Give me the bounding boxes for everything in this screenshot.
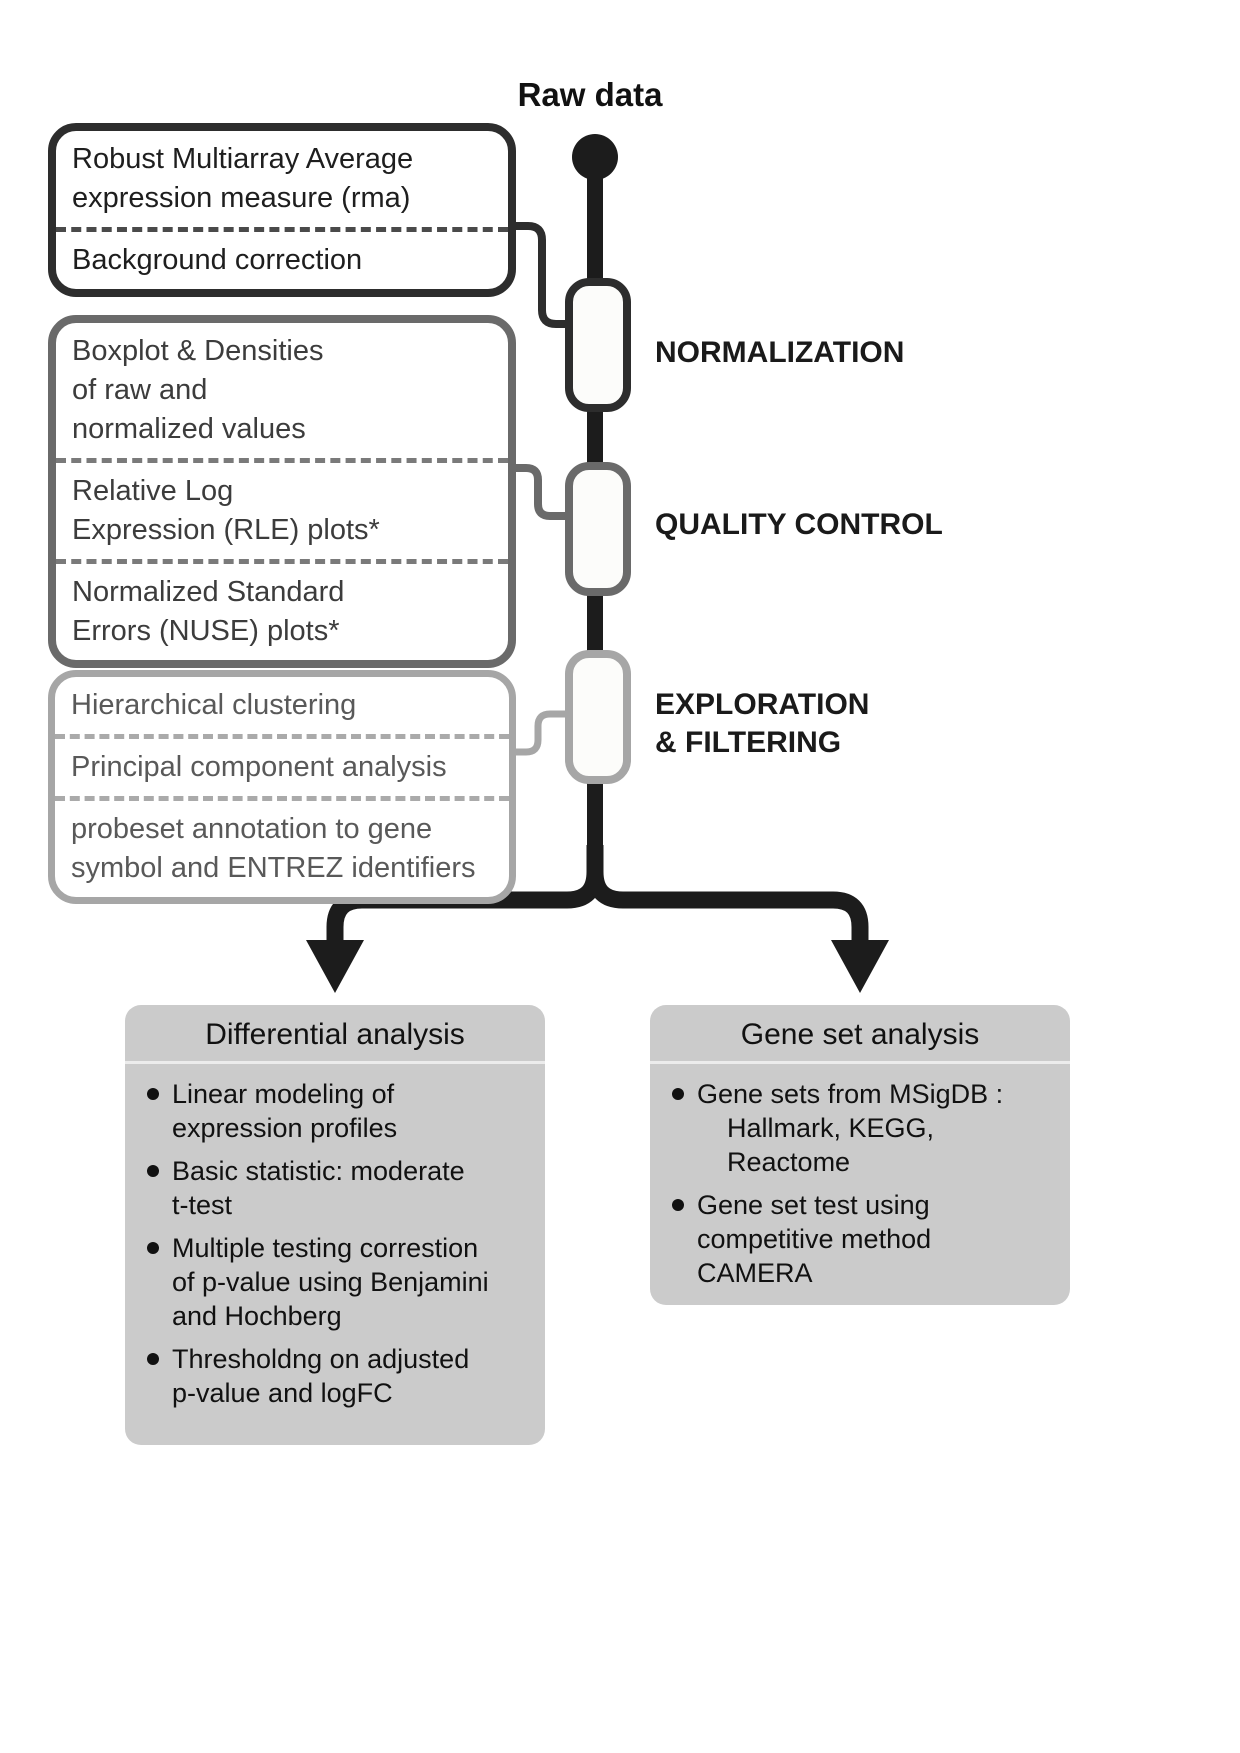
step-rma: Robust Multiarray Average expression mea… <box>72 143 414 214</box>
raw-data-label: Raw data <box>517 76 663 113</box>
normalization-steps-box: Robust Multiarray Average expression mea… <box>48 123 516 297</box>
quality-control-steps-box: Boxplot & Densities of raw and normalize… <box>48 315 516 668</box>
gene-set-analysis-list: Gene sets from MSigDB : Hallmark, KEGG, … <box>650 1064 1070 1302</box>
connector-exploration <box>514 710 570 756</box>
step-background-correction: Background correction <box>56 227 508 289</box>
raw-data-dot <box>572 134 618 180</box>
gene-set-analysis-panel: Gene set analysis Gene sets from MSigDB … <box>650 1005 1070 1305</box>
step-boxplot-densities: Boxplot & Densities of raw and normalize… <box>72 335 324 445</box>
list-item: Thresholdng on adjusted p-value and logF… <box>147 1342 531 1410</box>
exploration-node <box>565 650 631 784</box>
list-item: Basic statistic: moderate t-test <box>147 1154 531 1222</box>
list-item-text: Basic statistic: moderate t-test <box>172 1156 465 1220</box>
list-item: Linear modeling of expression profiles <box>147 1077 531 1145</box>
left-arrowhead-icon <box>306 940 364 993</box>
list-item-text: Gene set test using competitive method C… <box>697 1190 932 1288</box>
step-pca: Principal component analysis <box>55 734 509 796</box>
quality-control-node <box>565 462 631 596</box>
list-item: Gene set test using competitive method C… <box>672 1188 1056 1290</box>
normalization-label: NORMALIZATION <box>655 336 905 369</box>
bullet-icon <box>672 1088 684 1100</box>
bullet-icon <box>672 1199 684 1211</box>
connector-quality-control <box>514 464 570 520</box>
normalization-node <box>565 278 631 412</box>
differential-analysis-panel: Differential analysis Linear modeling of… <box>125 1005 545 1445</box>
step-hierarchical-clustering: Hierarchical clustering <box>71 689 357 721</box>
differential-analysis-list: Linear modeling of expression profiles B… <box>125 1064 545 1422</box>
list-item: Gene sets from MSigDB : Hallmark, KEGG, … <box>672 1077 1056 1179</box>
right-arrowhead-icon <box>831 940 889 993</box>
list-item-text: Multiple testing correstion of p-value u… <box>172 1233 489 1331</box>
list-item-text: Linear modeling of expression profiles <box>172 1079 398 1143</box>
bullet-icon <box>147 1165 159 1177</box>
list-item: Multiple testing correstion of p-value u… <box>147 1231 531 1333</box>
exploration-filtering-label: EXPLORATION & FILTERING <box>655 688 870 759</box>
bullet-icon <box>147 1353 159 1365</box>
list-item-text: Gene sets from MSigDB : Hallmark, KEGG, … <box>697 1079 1004 1177</box>
branch-right <box>586 845 869 946</box>
step-rle-plots: Relative Log Expression (RLE) plots* <box>56 458 508 559</box>
exploration-steps-box: Hierarchical clustering Principal compon… <box>48 670 516 904</box>
bullet-icon <box>147 1242 159 1254</box>
quality-control-label: QUALITY CONTROL <box>655 508 943 541</box>
step-nuse-plots: Normalized Standard Errors (NUSE) plots* <box>56 559 508 660</box>
step-probeset-annotation: probeset annotation to gene symbol and E… <box>55 796 509 897</box>
differential-analysis-title: Differential analysis <box>125 1005 545 1064</box>
bullet-icon <box>147 1088 159 1100</box>
list-item-text: Thresholdng on adjusted p-value and logF… <box>172 1344 470 1408</box>
gene-set-analysis-title: Gene set analysis <box>650 1005 1070 1064</box>
connector-normalization <box>514 222 570 328</box>
